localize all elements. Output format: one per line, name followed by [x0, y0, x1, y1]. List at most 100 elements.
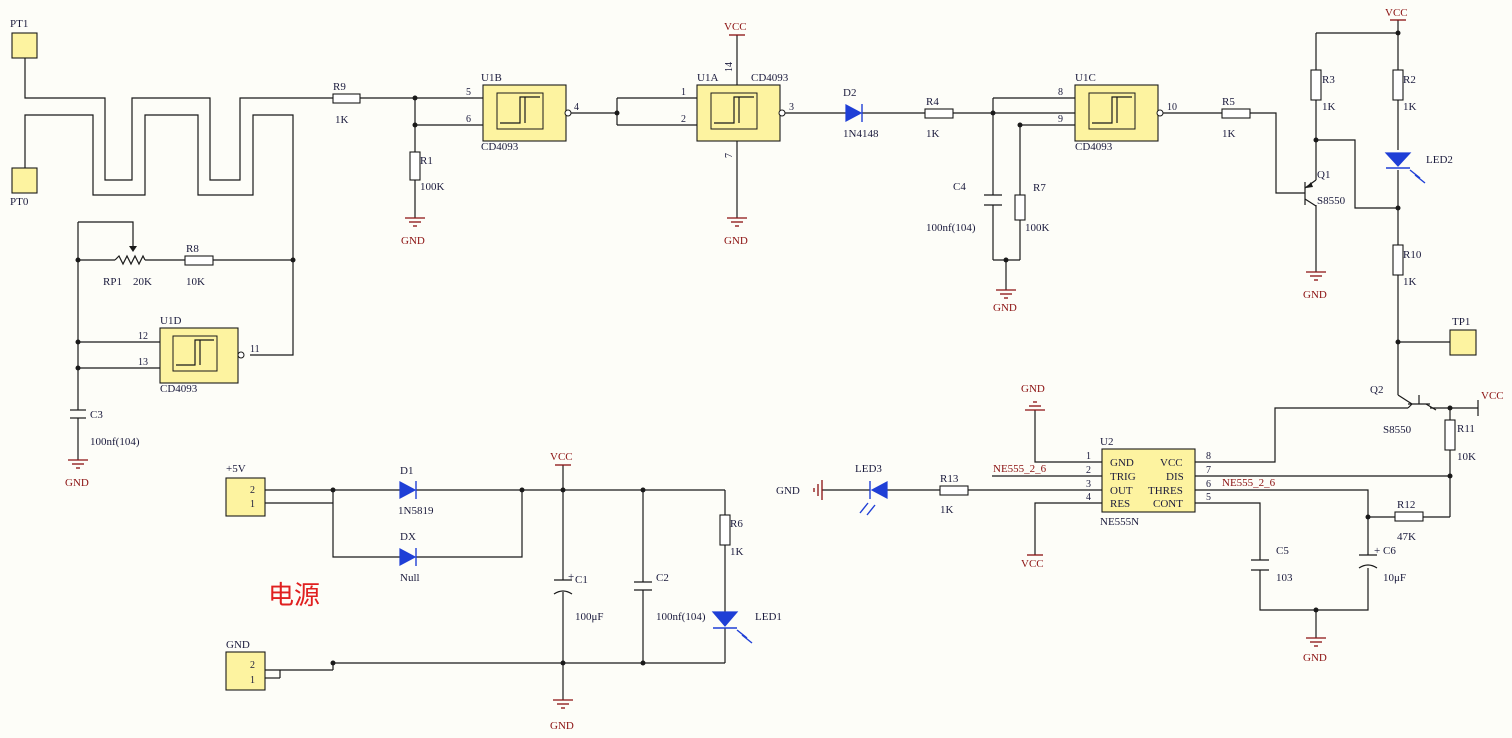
gnd-symbol-q1: GND — [1303, 271, 1327, 301]
vcc-label: VCC — [1385, 7, 1408, 19]
capacitor-c3: C3 100nf(104) — [70, 409, 140, 448]
r7-label: R7 — [1033, 182, 1046, 194]
vcc-symbol-u1a: VCC — [724, 21, 747, 36]
led2-label: LED2 — [1426, 154, 1453, 166]
connector-gnd-pin1: 1 — [250, 675, 255, 686]
resistor-r8: R8 10K — [184, 243, 214, 288]
connector-5v-pin1: 1 — [250, 499, 255, 510]
u1a-pin2: 2 — [681, 114, 686, 125]
gate-u1b: U1B CD4093 5 6 4 — [466, 72, 579, 153]
gate-u1a: U1A CD4093 1 2 3 14 7 — [681, 62, 794, 158]
u1d-type: CD4093 — [160, 383, 198, 395]
vcc-symbol-q2: VCC — [1481, 390, 1504, 402]
u1c-label: U1C — [1075, 72, 1096, 84]
gnd-label: GND — [65, 477, 89, 489]
u1c-pin9: 9 — [1058, 114, 1063, 125]
r12-value: 47K — [1397, 531, 1416, 543]
rp1-value: 20K — [133, 276, 152, 288]
connector-5v-label: +5V — [226, 463, 246, 475]
pt1-label: PT1 — [10, 18, 28, 30]
r6-value: 1K — [730, 546, 744, 558]
u2-vcc-pin-name: VCC — [1160, 457, 1183, 469]
gnd-symbol-c5-c6: GND — [1303, 637, 1327, 664]
u2-pin5: 5 — [1206, 492, 1211, 503]
c1-label: C1 — [575, 574, 588, 586]
connector-gnd: GND 2 1 — [225, 639, 266, 691]
r11-value: 10K — [1457, 451, 1476, 463]
capacitor-c4: C4 100nf(104) — [926, 181, 1002, 234]
gnd-label: GND — [1021, 383, 1045, 395]
r8-label: R8 — [186, 243, 199, 255]
power-section-title: 电源 — [268, 581, 320, 611]
vcc-label: VCC — [550, 451, 573, 463]
u1b-pin6: 6 — [466, 114, 471, 125]
u1a-label: U1A — [697, 72, 718, 84]
c1-plus: + — [568, 571, 574, 583]
gate-u1c: U1C CD4093 8 9 10 — [1058, 72, 1177, 153]
dx-value: Null — [400, 572, 420, 584]
pt0-label: PT0 — [10, 196, 29, 208]
gnd-symbol-r1: GND — [401, 217, 425, 247]
u1b-pin5: 5 — [466, 87, 471, 98]
r5-label: R5 — [1222, 96, 1235, 108]
r2-label: R2 — [1403, 74, 1416, 86]
c4-label: C4 — [953, 181, 966, 193]
u1c-pin10: 10 — [1167, 102, 1177, 113]
gnd-symbol-u2: GND — [1021, 383, 1045, 411]
q1-label: Q1 — [1317, 169, 1330, 181]
d2-label: D2 — [843, 87, 856, 99]
resistor-r13: R13 1K — [939, 473, 969, 516]
d1-value: 1N5819 — [398, 505, 434, 517]
r4-value: 1K — [926, 128, 940, 140]
r12-label: R12 — [1397, 499, 1415, 511]
connector-gnd-pin2: 2 — [250, 660, 255, 671]
vcc-symbol-u2-res: VCC — [1021, 554, 1044, 570]
transistor-q2: Q2 S8550 — [1370, 384, 1437, 436]
q1-value: S8550 — [1317, 195, 1346, 207]
u1a-pin14: 14 — [724, 62, 735, 72]
u1a-pin1: 1 — [681, 87, 686, 98]
q2-value: S8550 — [1383, 424, 1412, 436]
r9-label: R9 — [333, 81, 346, 93]
vcc-symbol-power: VCC — [550, 451, 573, 466]
chip-u2-ne555: U2 NE555N GND TRIG OUT RES VCC DIS THRES… — [1086, 436, 1211, 528]
gnd-label: GND — [993, 302, 1017, 314]
u2-cont-pin-name: CONT — [1153, 498, 1183, 510]
diode-dx: DX Null — [399, 531, 420, 584]
connector-5v-pin2: 2 — [250, 485, 255, 496]
d1-label: D1 — [400, 465, 413, 477]
resistor-r12: R12 47K — [1394, 499, 1424, 543]
r4-label: R4 — [926, 96, 939, 108]
r1-label: R1 — [420, 155, 433, 167]
gnd-arrow-label: GND — [776, 485, 800, 497]
resistor-r3: R3 1K — [1310, 69, 1336, 113]
r1-value: 100K — [420, 181, 445, 193]
wires — [24, 20, 1479, 700]
u1d-pin11: 11 — [250, 344, 260, 355]
r7-value: 100K — [1025, 222, 1050, 234]
diode-d1: D1 1N5819 — [398, 465, 434, 517]
c2-label: C2 — [656, 572, 669, 584]
u2-pin2: 2 — [1086, 465, 1091, 476]
u2-pin6: 6 — [1206, 479, 1211, 490]
junctions — [75, 30, 1453, 666]
diode-d2: D2 1N4148 — [843, 87, 879, 140]
u2-trig-pin-name: TRIG — [1110, 471, 1136, 483]
gnd-symbol-c4: GND — [993, 289, 1017, 314]
gnd-label: GND — [401, 235, 425, 247]
u2-thres-pin-name: THRES — [1148, 485, 1183, 497]
u2-label: U2 — [1100, 436, 1113, 448]
led1-label: LED1 — [755, 611, 782, 623]
gnd-symbol-led3: GND — [776, 480, 823, 500]
c6-plus: + — [1374, 545, 1380, 557]
r6-label: R6 — [730, 518, 743, 530]
test-point-pt1: PT1 — [10, 18, 38, 59]
capacitor-c5: C5 103 — [1251, 545, 1293, 584]
resistor-r5: R5 1K — [1221, 96, 1251, 140]
r10-label: R10 — [1403, 249, 1422, 261]
d2-value: 1N4148 — [843, 128, 879, 140]
tp1-label: TP1 — [1452, 316, 1470, 328]
gnd-symbol-u1a: GND — [724, 217, 748, 247]
test-point-tp1: TP1 — [1449, 316, 1477, 356]
resistor-r4: R4 1K — [924, 96, 954, 140]
